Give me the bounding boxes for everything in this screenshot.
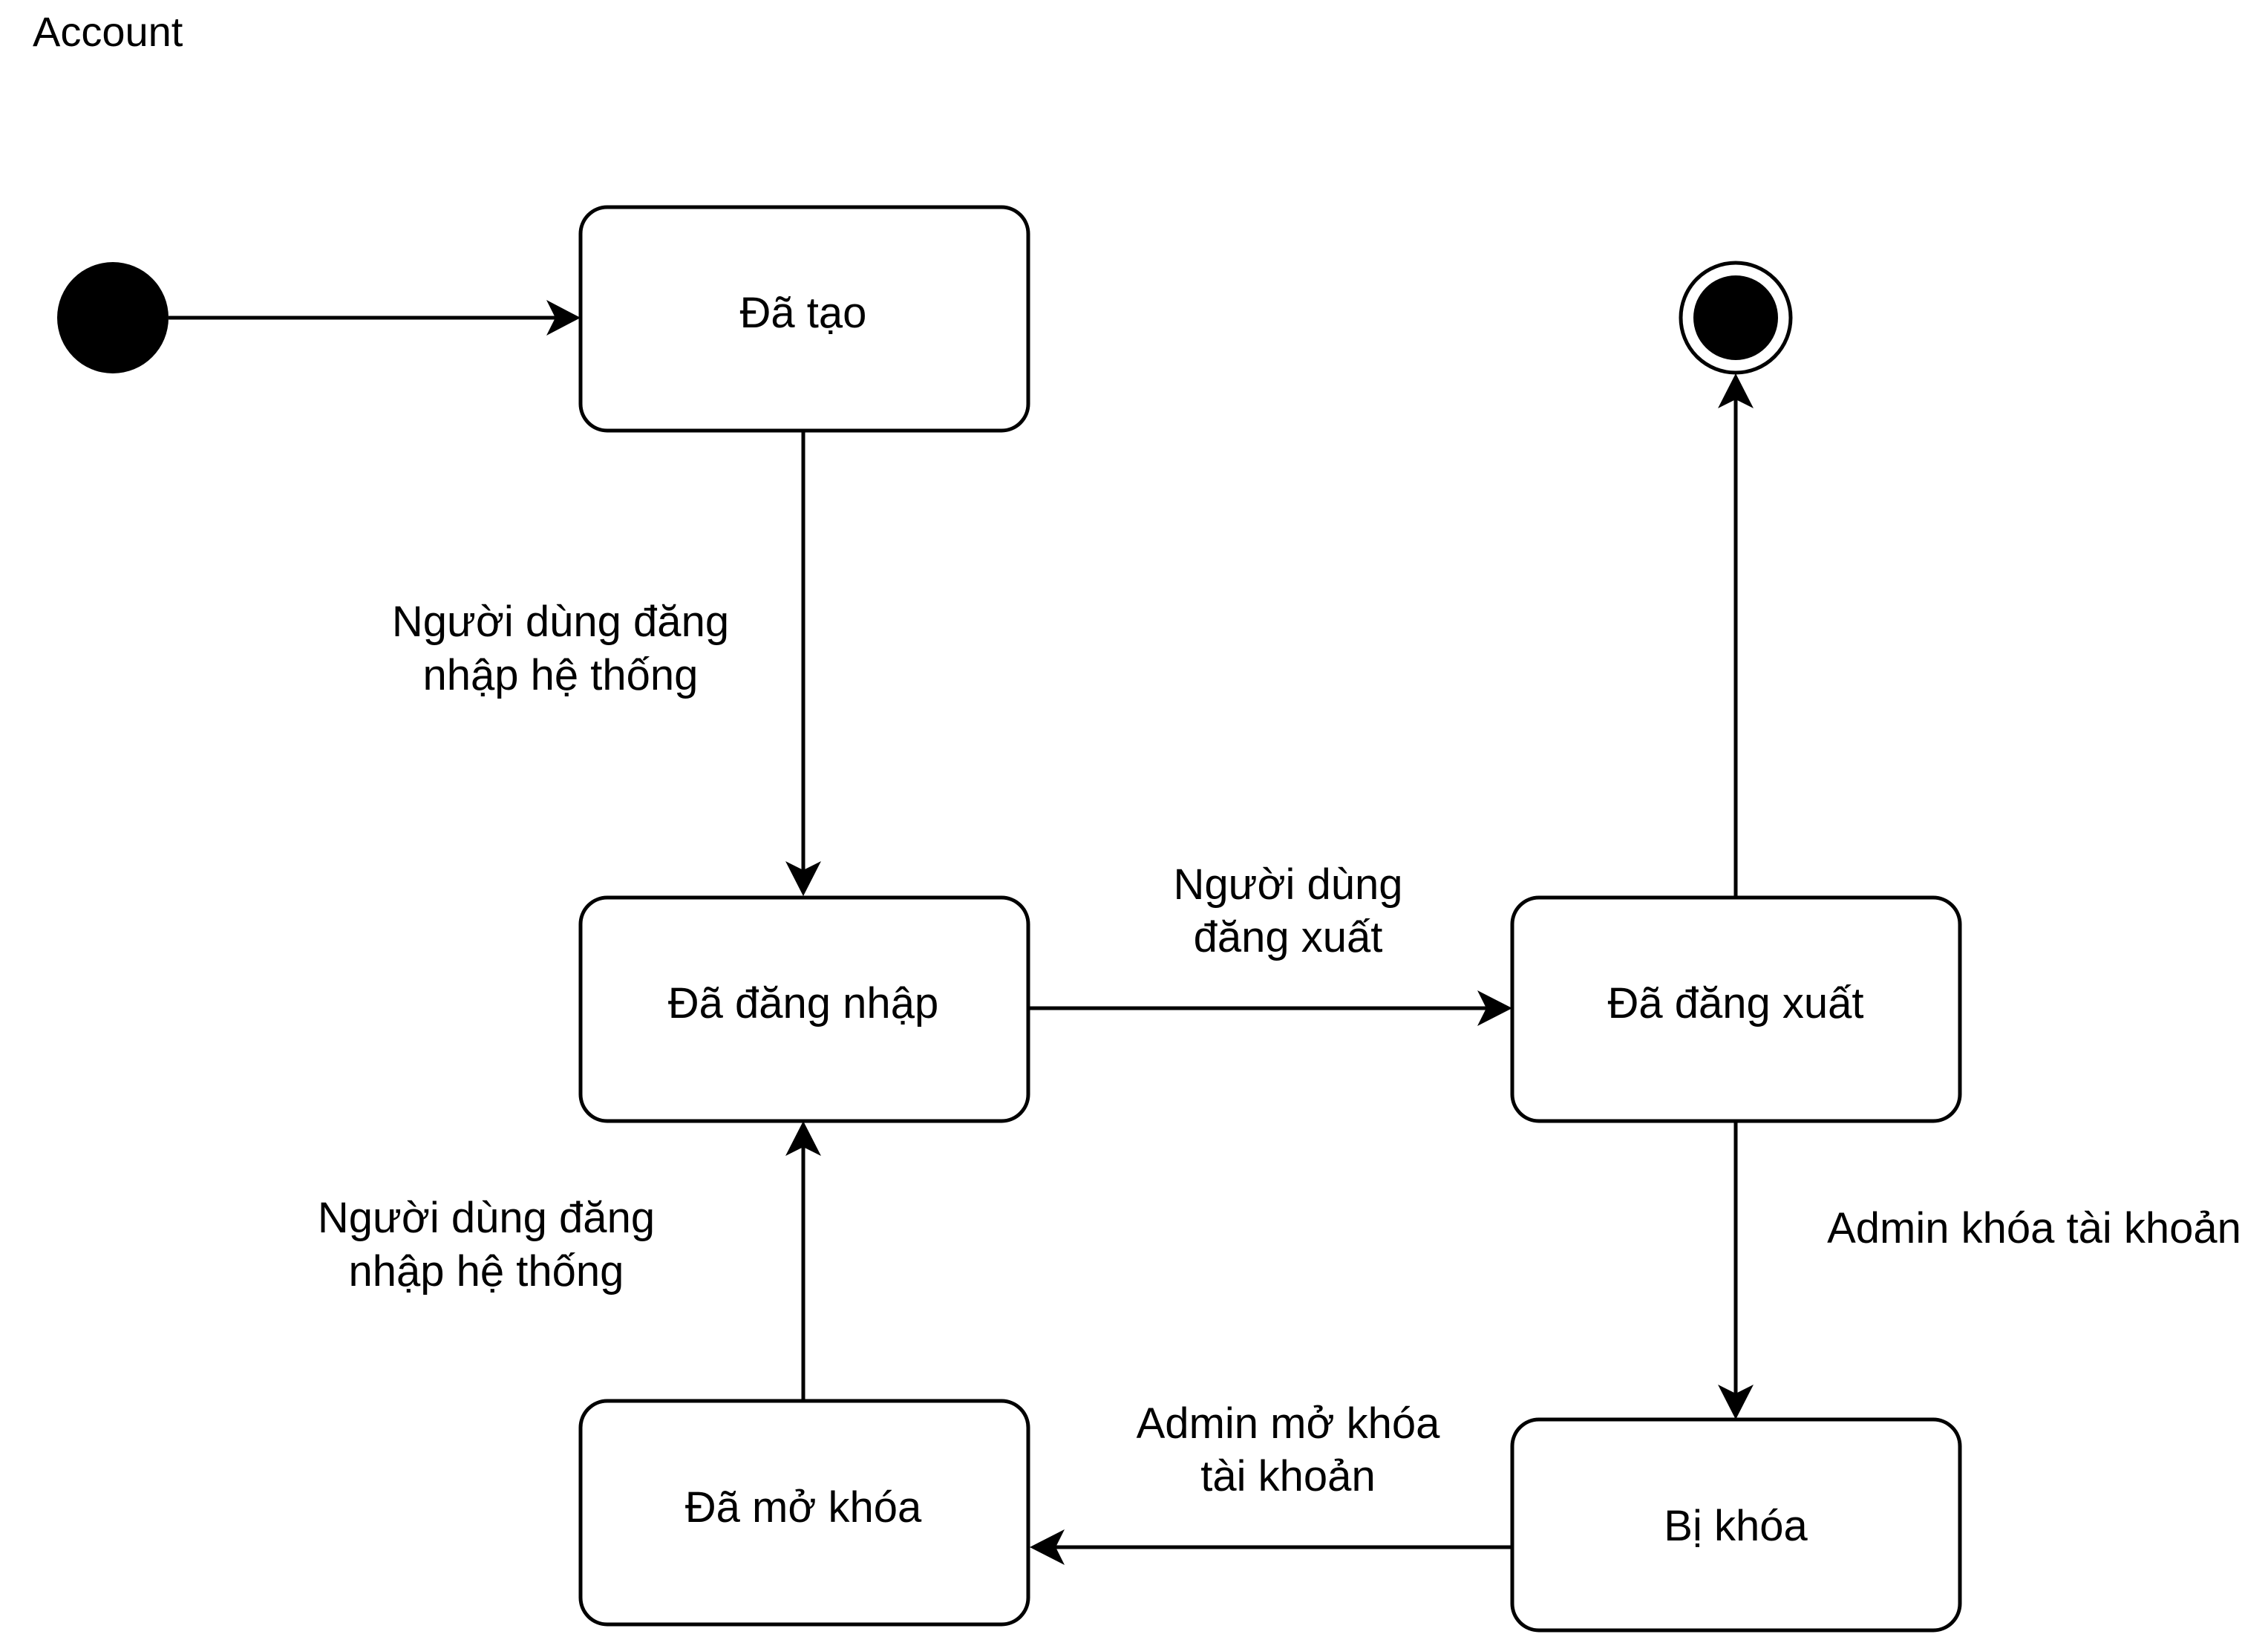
edge-locked-to-unlocked <box>1030 1529 1512 1565</box>
edge-unlocked-to-logged-in <box>785 1121 821 1401</box>
state-unlocked-label: Đã mở khóa <box>685 1483 922 1532</box>
transition-label-line: Người dùng đăng <box>392 598 729 646</box>
state-logged-in: Đã đăng nhập <box>578 895 1030 1123</box>
transition-label-line: Admin khóa tài khoản <box>1827 1204 2241 1252</box>
transition-label-line: nhập hệ thống <box>349 1247 624 1295</box>
transition-label-logged-in-to-logged-out: Người dùng đăng xuất <box>1173 860 1402 961</box>
transition-label-logged-out-to-locked: Admin khóa tài khoản <box>1827 1204 2241 1252</box>
state-locked: Bị khóa <box>1510 1417 1962 1633</box>
transition-label-line: tài khoản <box>1200 1452 1375 1500</box>
edge-initial-to-created <box>169 300 581 336</box>
state-created: Đã tạo <box>578 205 1030 433</box>
final-state-node <box>1679 261 1793 375</box>
initial-state-node <box>57 262 169 373</box>
transition-label-created-to-logged-in: Người dùng đăng nhập hệ thống <box>392 598 729 699</box>
state-logged-out: Đã đăng xuất <box>1510 895 1962 1123</box>
state-locked-label: Bị khóa <box>1664 1502 1808 1550</box>
state-logged-out-label: Đã đăng xuất <box>1607 979 1863 1027</box>
state-logged-in-label: Đã đăng nhập <box>668 979 938 1027</box>
transition-label-unlocked-to-logged-in: Người dùng đăng nhập hệ thống <box>318 1194 655 1295</box>
transition-label-line: Người dùng đăng <box>318 1194 655 1242</box>
transition-label-line: đăng xuất <box>1194 913 1383 961</box>
transition-label-line: Người dùng <box>1173 860 1402 909</box>
transition-label-line: Admin mở khóa <box>1137 1399 1440 1448</box>
transition-label-line: nhập hệ thống <box>423 651 699 699</box>
diagram-title: Account <box>33 8 183 55</box>
transition-label-locked-to-unlocked: Admin mở khóa tài khoản <box>1137 1399 1440 1500</box>
edge-logged-out-to-locked <box>1718 1121 1754 1419</box>
edge-created-to-logged-in <box>785 431 821 896</box>
state-unlocked: Đã mở khóa <box>578 1399 1030 1627</box>
edge-logged-out-to-final <box>1718 373 1754 896</box>
edge-logged-in-to-logged-out <box>1028 990 1512 1026</box>
state-created-label: Đã tạo <box>740 289 867 337</box>
